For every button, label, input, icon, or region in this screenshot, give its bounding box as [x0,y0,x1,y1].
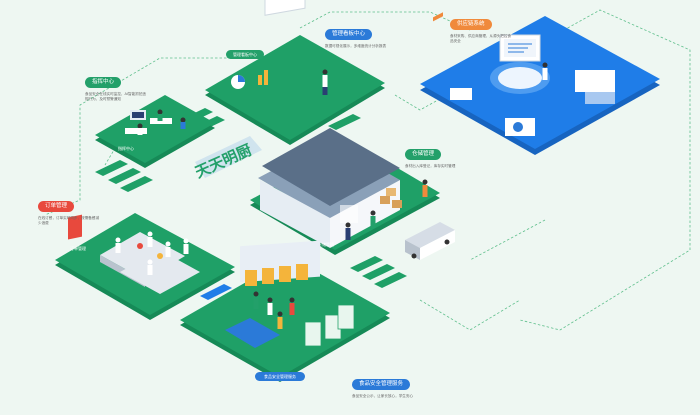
platform-supply-chain [420,16,660,155]
brand-logo: 天天明厨 [192,136,262,182]
callout-order-management: 订单管理 在线订餐，订单实时同步，按需备餐减少浪费 [38,192,100,226]
platform-label-management: 管理看板中心 [233,51,257,57]
platform-food-safety: 食品安全管理服务 [180,240,390,382]
platform-warehouse: 仓储管理 [250,128,440,255]
callout-title: 管理看板中心 [325,29,373,40]
callout-description: 在线订餐，订单实时同步，按需备餐减少浪费 [38,216,100,225]
callout-title: 订单管理 [38,201,75,212]
platform-management-center: 管理看板中心 [205,0,385,145]
platform-monitor-center: 指挥中心 [95,95,215,168]
callout-description: 食材采购、供应商管理，从源头把控食品安全 [450,34,512,43]
callout-title: 仓储管理 [405,149,442,160]
step-bars [95,106,407,308]
callout-title: 指挥中心 [85,77,122,88]
platform-order-management: 订单管理 [55,213,235,320]
callout-title: 食品安全管理服务 [352,379,411,390]
platform-label-monitor: 指挥中心 [118,145,134,151]
callout-description: 数据可视化展示，多维度统计分析报表 [325,44,387,48]
callout-food-safety: 食品安全管理服务 食品安全公示，让家长放心，学生安心 [352,370,414,399]
platform-label-order: 订单管理 [70,245,86,251]
callout-title: 供应链系统 [450,19,492,30]
callout-management-center: 管理看板中心 数据可视化展示，多维度统计分析报表 [325,20,387,49]
callout-warehouse: 仓储管理 食材出入库登记，库存实时管理 [405,140,467,169]
callout-description: 食品安全在线实时监控，AI智能抓拍违规行为，及时预警通知 [85,92,147,101]
callout-description: 食材出入库登记，库存实时管理 [405,164,456,168]
platform-label-food-safety: 食品安全管理服务 [264,373,296,379]
logo-text: 天天明厨 [192,141,254,182]
delivery-truck [405,12,455,260]
callout-monitor-center: 指挥中心 食品安全在线实时监控，AI智能抓拍违规行为，及时预警通知 [85,68,147,102]
platform-label-warehouse: 仓储管理 [318,241,334,247]
callout-supply-chain: 供应链系统 食材采购、供应商管理，从源头把控食品安全 [450,10,512,44]
callout-description: 食品安全公示，让家长放心，学生安心 [352,394,414,398]
